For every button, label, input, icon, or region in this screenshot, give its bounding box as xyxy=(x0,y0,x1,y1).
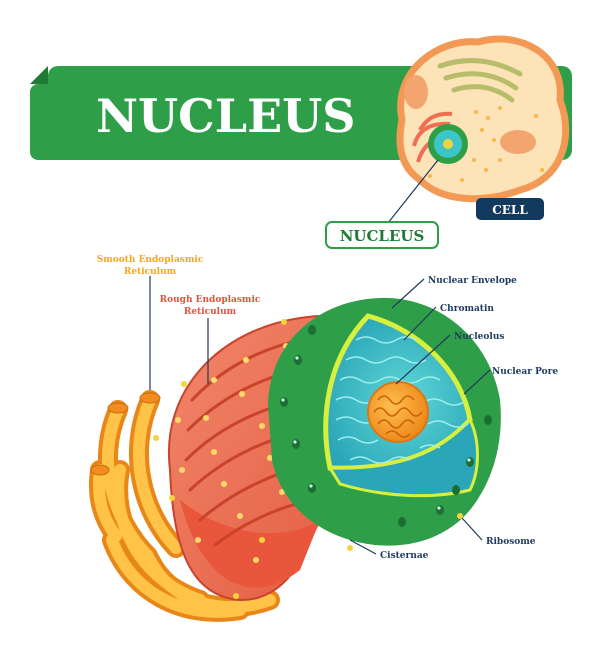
cell-nucleolus xyxy=(443,139,453,149)
golgi-apparatus xyxy=(437,58,523,103)
cell-illustration xyxy=(396,35,570,203)
labels: Smooth Endoplasmic Reticulum Rough Endop… xyxy=(97,255,559,561)
nucleus-badge: NUCLEUS xyxy=(325,221,439,249)
smooth-er xyxy=(89,390,280,622)
page-title: NUCLEUS xyxy=(96,89,356,143)
nucleus-badge-text: NUCLEUS xyxy=(340,227,425,245)
leader-chromatin xyxy=(403,306,437,341)
label-cisternae: Cisternae xyxy=(380,551,429,561)
cell-badge-text: CELL xyxy=(492,203,528,217)
mitochondrion-2 xyxy=(500,130,536,154)
nucleolus-texture xyxy=(373,395,423,438)
label-rough-er-line2: Reticulum xyxy=(184,307,237,317)
leader-nucleolus xyxy=(395,334,451,385)
label-rough-er-line1: Rough Endoplasmic xyxy=(160,295,261,305)
nucleus-connector xyxy=(383,159,439,229)
leader-ribosome xyxy=(461,517,483,541)
label-chromatin: Chromatin xyxy=(440,304,494,314)
nuclear-pore-highlights xyxy=(281,356,471,510)
label-nuclear-pore: Nuclear Pore xyxy=(492,367,558,377)
label-ribosome: Ribosome xyxy=(486,537,536,547)
nucleus-cross-section xyxy=(268,297,501,546)
leader-nuclear-pore xyxy=(463,369,491,395)
free-ribosomes xyxy=(153,319,463,599)
label-nuclear-envelope: Nuclear Envelope xyxy=(428,276,517,286)
cell-badge: CELL xyxy=(476,198,544,220)
rough-er-cut-face xyxy=(180,500,320,588)
leader-lines xyxy=(149,276,491,555)
leader-nuclear-envelope xyxy=(391,278,425,309)
banner-fold xyxy=(30,66,48,84)
label-nucleolus: Nucleolus xyxy=(454,332,504,342)
cell-ribosome-dots xyxy=(428,106,544,182)
label-smooth-er-line2: Reticulum xyxy=(124,267,177,277)
mitochondrion-1 xyxy=(404,75,428,109)
leader-cisternae xyxy=(349,539,377,555)
label-smooth-er-line1: Smooth Endoplasmic xyxy=(97,255,204,265)
